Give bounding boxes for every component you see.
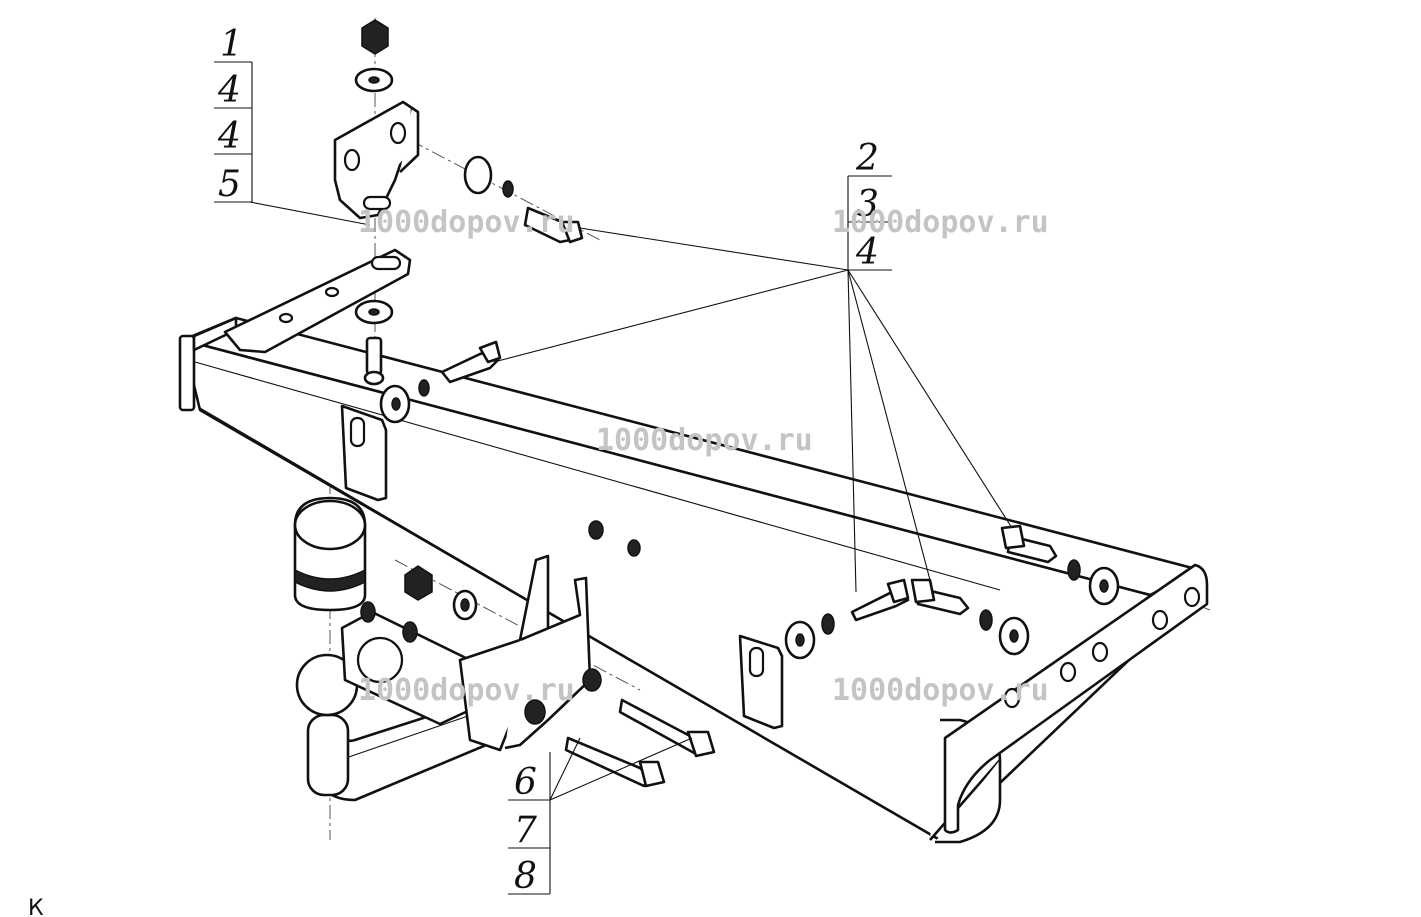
leader-lines xyxy=(249,201,1013,801)
watermark-text: 1000dopov.ru xyxy=(358,205,575,240)
ball-nut-washer xyxy=(404,565,478,621)
callout-label: 8 xyxy=(514,856,537,897)
watermark-text: 1000dopov.ru xyxy=(596,423,813,458)
watermark-text: 1000dopov.ru xyxy=(358,673,575,708)
watermarks: 1000dopov.ru 1000dopov.ru 1000dopov.ru 1… xyxy=(358,205,1049,708)
lower-bolts xyxy=(564,698,716,788)
bolt-set-upper xyxy=(463,155,584,244)
callout-label: 4 xyxy=(217,70,241,111)
cut-off-caption-letter: К xyxy=(28,898,44,917)
top-fasteners xyxy=(354,19,394,386)
callout-stack-bottom: 6 7 8 xyxy=(508,752,551,897)
watermark-text: 1000dopov.ru xyxy=(832,673,1049,708)
callout-label: 6 xyxy=(514,762,537,803)
callout-stack-top-left: 1 4 4 5 xyxy=(214,24,253,205)
callout-label: 2 xyxy=(855,138,879,179)
bolt-set-middle xyxy=(379,340,502,424)
callout-label: 5 xyxy=(218,164,241,205)
l-bracket xyxy=(333,100,420,220)
top-mounting-plate xyxy=(223,248,412,354)
bolt-set-right xyxy=(784,524,1120,660)
callout-label: 4 xyxy=(217,116,241,157)
tow-ball-arm xyxy=(295,520,641,802)
right-mounting-plate xyxy=(943,563,1209,834)
watermark-text: 1000dopov.ru xyxy=(832,205,1049,240)
callout-label: 1 xyxy=(220,24,243,65)
callout-stack-top-right: 2 3 4 xyxy=(847,138,892,273)
callout-label: 7 xyxy=(514,810,537,851)
callout-label: 3 xyxy=(856,184,879,225)
ball-cap xyxy=(293,496,367,612)
beam-tabs xyxy=(340,404,784,730)
callout-label: 4 xyxy=(855,232,879,273)
